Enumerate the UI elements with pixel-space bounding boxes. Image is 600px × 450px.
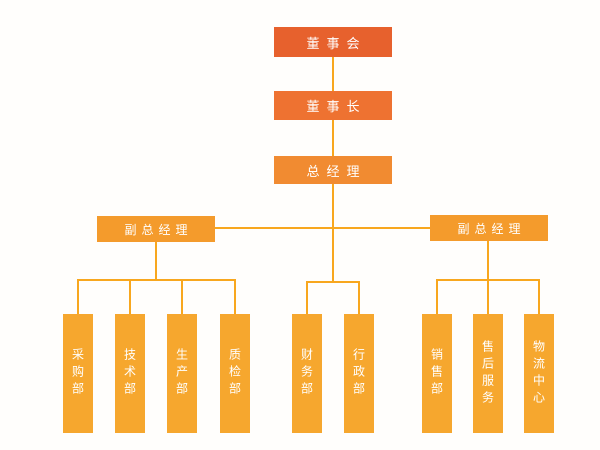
node-dept-sales: 销售部 bbox=[422, 314, 452, 433]
connector-drop-left-3 bbox=[181, 279, 183, 316]
node-dept-technology: 技术部 bbox=[115, 314, 145, 433]
connector-deputies-horizontal bbox=[215, 227, 430, 229]
node-board: 董事会 bbox=[274, 27, 392, 57]
connector-drop-middle-2 bbox=[358, 281, 360, 315]
connector-deputy-right-stub bbox=[487, 241, 489, 280]
connector-drop-right-3 bbox=[538, 279, 540, 316]
node-chairman: 董事长 bbox=[274, 91, 392, 120]
node-dept-purchasing: 采购部 bbox=[63, 314, 93, 433]
node-deputy-gm-left: 副总经理 bbox=[97, 216, 215, 242]
node-deputy-gm-right: 副总经理 bbox=[430, 215, 548, 241]
node-dept-after-sales-service: 售后服务 bbox=[473, 314, 503, 433]
connector-drop-left-2 bbox=[129, 279, 131, 316]
node-general-manager: 总经理 bbox=[274, 156, 392, 184]
connector-drop-middle-1 bbox=[306, 281, 308, 315]
connector-drop-right-1 bbox=[436, 279, 438, 316]
node-dept-logistics-center: 物流中心 bbox=[524, 314, 554, 433]
node-dept-finance: 财务部 bbox=[292, 314, 322, 433]
connector-drop-right-2 bbox=[487, 279, 489, 316]
connector-middle-group-horizontal bbox=[306, 281, 360, 283]
connector-board-chairman bbox=[332, 57, 334, 91]
connector-gm-down bbox=[332, 184, 334, 283]
connector-drop-left-4 bbox=[234, 279, 236, 316]
connector-deputy-left-stub bbox=[155, 242, 157, 280]
connector-left-group-horizontal bbox=[77, 279, 236, 281]
connector-drop-left-1 bbox=[77, 279, 79, 316]
node-dept-quality-inspection: 质检部 bbox=[220, 314, 250, 433]
node-dept-administration: 行政部 bbox=[344, 314, 374, 433]
connector-chairman-gm bbox=[332, 120, 334, 156]
node-dept-production: 生产部 bbox=[167, 314, 197, 433]
